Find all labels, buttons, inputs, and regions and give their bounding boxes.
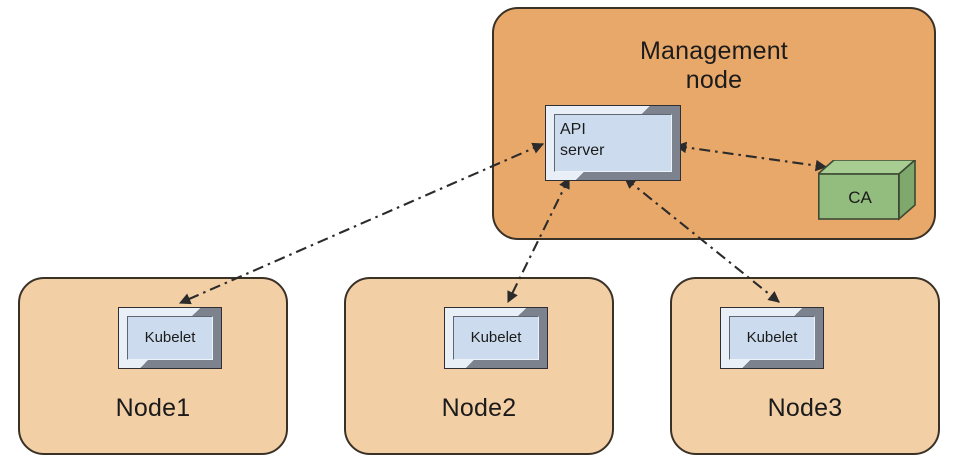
node2-kubelet-inner-face	[453, 316, 539, 360]
worker-node-2-label: Node2	[441, 394, 517, 422]
ca-cube-icon	[815, 158, 918, 221]
node1-kubelet-box[interactable]: Kubelet	[118, 307, 222, 369]
api-server-label-line1: API	[560, 121, 586, 138]
management-node-title-line1: Management	[640, 37, 788, 65]
api-server-box[interactable]: API server	[545, 105, 681, 181]
node3-kubelet-label: Kubelet	[746, 329, 798, 346]
ca-cube-front-face	[818, 173, 900, 220]
worker-node-2-container[interactable]: Node2	[344, 277, 614, 455]
node3-kubelet-box[interactable]: Kubelet	[720, 307, 824, 369]
api-server-label: API server	[560, 119, 604, 161]
node2-kubelet-box[interactable]: Kubelet	[444, 307, 548, 369]
node3-kubelet-inner-face	[729, 316, 815, 360]
worker-node-3-label: Node3	[767, 394, 843, 422]
management-node-title-line2: node	[685, 66, 743, 94]
management-node-title: Management node	[494, 37, 934, 95]
api-server-inner-face	[554, 114, 672, 172]
node2-kubelet-label: Kubelet	[470, 329, 522, 346]
api-server-label-line2: server	[560, 142, 605, 159]
node1-kubelet-inner-face	[127, 316, 213, 360]
ca-box[interactable]: CA	[815, 158, 918, 222]
worker-node-1-label: Node1	[115, 394, 191, 422]
node1-kubelet-label: Kubelet	[144, 329, 196, 346]
